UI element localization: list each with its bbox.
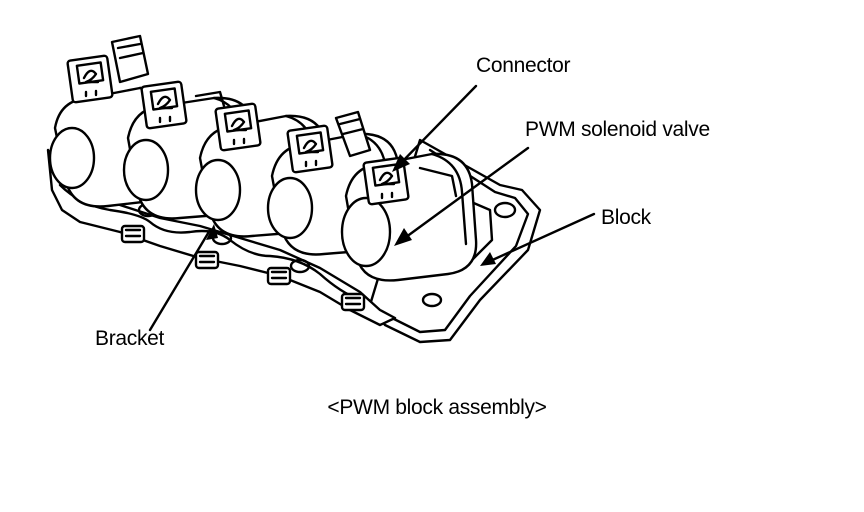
label-block: Block <box>601 206 651 229</box>
figure-caption: <PWM block assembly> <box>327 396 547 419</box>
label-bracket: Bracket <box>95 327 165 350</box>
arrowhead-pwm-solenoid-valve <box>394 228 412 246</box>
connector-4 <box>287 112 370 173</box>
label-connector: Connector <box>476 54 571 77</box>
connector-1 <box>67 36 148 103</box>
arrowhead-connector <box>392 154 410 172</box>
connector-2 <box>141 81 186 128</box>
bolt-3 <box>268 268 290 284</box>
label-pwm-solenoid-valve: PWM solenoid valve <box>525 118 710 141</box>
arrowhead-bracket <box>206 224 218 240</box>
bolt-4 <box>342 294 364 310</box>
leader-line-pwm-solenoid-valve <box>402 148 528 240</box>
arrowhead-block <box>480 252 496 266</box>
bolt-2 <box>196 252 218 268</box>
connector-3 <box>196 92 261 151</box>
solenoid-valve-5 <box>342 154 476 281</box>
leader-line-block <box>488 214 594 262</box>
leader-line-connector <box>398 86 476 166</box>
bolt-1 <box>122 226 144 242</box>
leader-line-bracket <box>150 230 210 330</box>
